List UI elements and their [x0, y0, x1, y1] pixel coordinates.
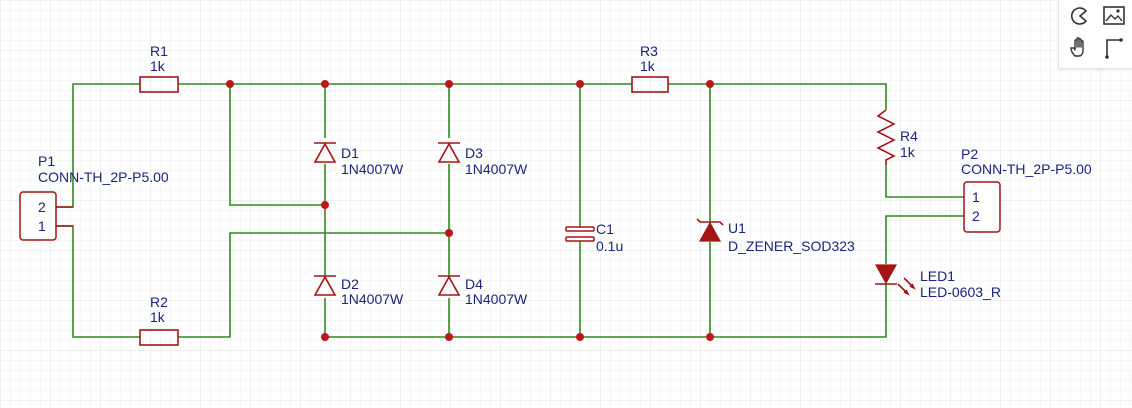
junction-dot — [321, 333, 329, 341]
p2-body — [963, 181, 1001, 233]
junction-dot — [706, 80, 714, 88]
led1-ref-label: LED1 — [920, 268, 955, 284]
d4-ref-label: D4 — [465, 276, 483, 292]
d1-ref-label: D1 — [341, 145, 359, 161]
resistor-r2[interactable]: R2 1k — [139, 294, 179, 346]
junction-dot — [321, 201, 329, 209]
r3-value-label: 1k — [640, 58, 656, 74]
resistor-r4[interactable]: R4 1k — [876, 109, 918, 165]
r1-ref-label: R1 — [150, 43, 168, 59]
d4-value-label: 1N4007W — [465, 291, 528, 307]
u1-value-label: D_ZENER_SOD323 — [728, 238, 855, 254]
capacitor-c1[interactable]: C1 0.1u — [565, 221, 623, 254]
r2-body — [139, 329, 179, 346]
p1-pin-label: 1 — [38, 218, 46, 234]
resistor-r1[interactable]: R1 1k — [139, 43, 179, 93]
image-icon[interactable] — [1101, 3, 1127, 29]
p2-ref-label: P2 — [961, 146, 978, 162]
c1-ref-label: C1 — [596, 221, 614, 237]
zener-u1[interactable]: U1 D_ZENER_SOD323 — [696, 218, 855, 254]
d2-ref-label: D2 — [341, 276, 359, 292]
wire-bottom-rail[interactable] — [325, 310, 887, 338]
diode-d2[interactable]: D2 1N4007W — [313, 275, 404, 307]
d3-ref-label: D3 — [465, 145, 483, 161]
pie-icon[interactable] — [1067, 3, 1093, 29]
r1-value-label: 1k — [150, 58, 166, 74]
wire-corner-icon[interactable] — [1101, 35, 1127, 61]
diode-d3[interactable]: D3 1N4007W — [437, 142, 528, 177]
wire-r2-right[interactable] — [178, 232, 449, 338]
led1-value-label: LED-0603_R — [920, 284, 1001, 300]
canvas-toolbar — [1058, 0, 1132, 69]
r1-body — [139, 76, 179, 93]
u1-ref-label: U1 — [728, 220, 746, 236]
p1-ref-label: P1 — [38, 153, 55, 169]
r2-ref-label: R2 — [150, 294, 168, 310]
diode-d1[interactable]: D1 1N4007W — [313, 142, 404, 177]
wires[interactable] — [55, 83, 965, 338]
c1-plate-top — [565, 226, 595, 232]
p2-value-label: CONN-TH_2P-P5.00 — [961, 161, 1092, 177]
led-led1[interactable]: LED1 LED-0603_R — [874, 264, 1001, 300]
r2-value-label: 1k — [150, 309, 166, 325]
junction-dot — [321, 80, 329, 88]
c1-plate-bottom — [565, 236, 595, 242]
p1-body — [19, 191, 57, 241]
p2-pin-label: 1 — [972, 189, 980, 205]
wire-p2-led[interactable] — [885, 215, 965, 264]
junction-dot — [576, 333, 584, 341]
d2-value-label: 1N4007W — [341, 291, 404, 307]
diode-d4[interactable]: D4 1N4007W — [437, 275, 528, 307]
r4-ref-label: R4 — [900, 128, 918, 144]
hand-pan-icon[interactable] — [1067, 35, 1093, 61]
junction-dot — [226, 80, 234, 88]
junction-dot — [445, 229, 453, 237]
r3-body — [631, 76, 669, 93]
junction-dot — [445, 333, 453, 341]
r4-zigzag — [876, 109, 896, 165]
resistor-r3[interactable]: R3 1k — [631, 43, 669, 93]
junction-dot — [706, 333, 714, 341]
wire-r4-p2[interactable] — [885, 165, 965, 198]
wire-top-right[interactable] — [668, 83, 887, 110]
junctions — [226, 80, 714, 341]
connector-p2[interactable]: 1 2 P2 CONN-TH_2P-P5.00 — [961, 146, 1092, 233]
r4-value-label: 1k — [900, 144, 916, 160]
r3-ref-label: R3 — [640, 43, 658, 59]
wire-mid-left[interactable] — [229, 84, 325, 206]
d3-value-label: 1N4007W — [465, 161, 528, 177]
junction-dot — [445, 80, 453, 88]
d1-value-label: 1N4007W — [341, 161, 404, 177]
p1-pin-label: 2 — [38, 199, 46, 215]
junction-dot — [576, 80, 584, 88]
p1-value-label: CONN-TH_2P-P5.00 — [38, 169, 169, 185]
c1-value-label: 0.1u — [596, 238, 623, 254]
p2-pin-label: 2 — [972, 208, 980, 224]
connector-p1[interactable]: 2 1 P1 CONN-TH_2P-P5.00 — [19, 153, 169, 241]
